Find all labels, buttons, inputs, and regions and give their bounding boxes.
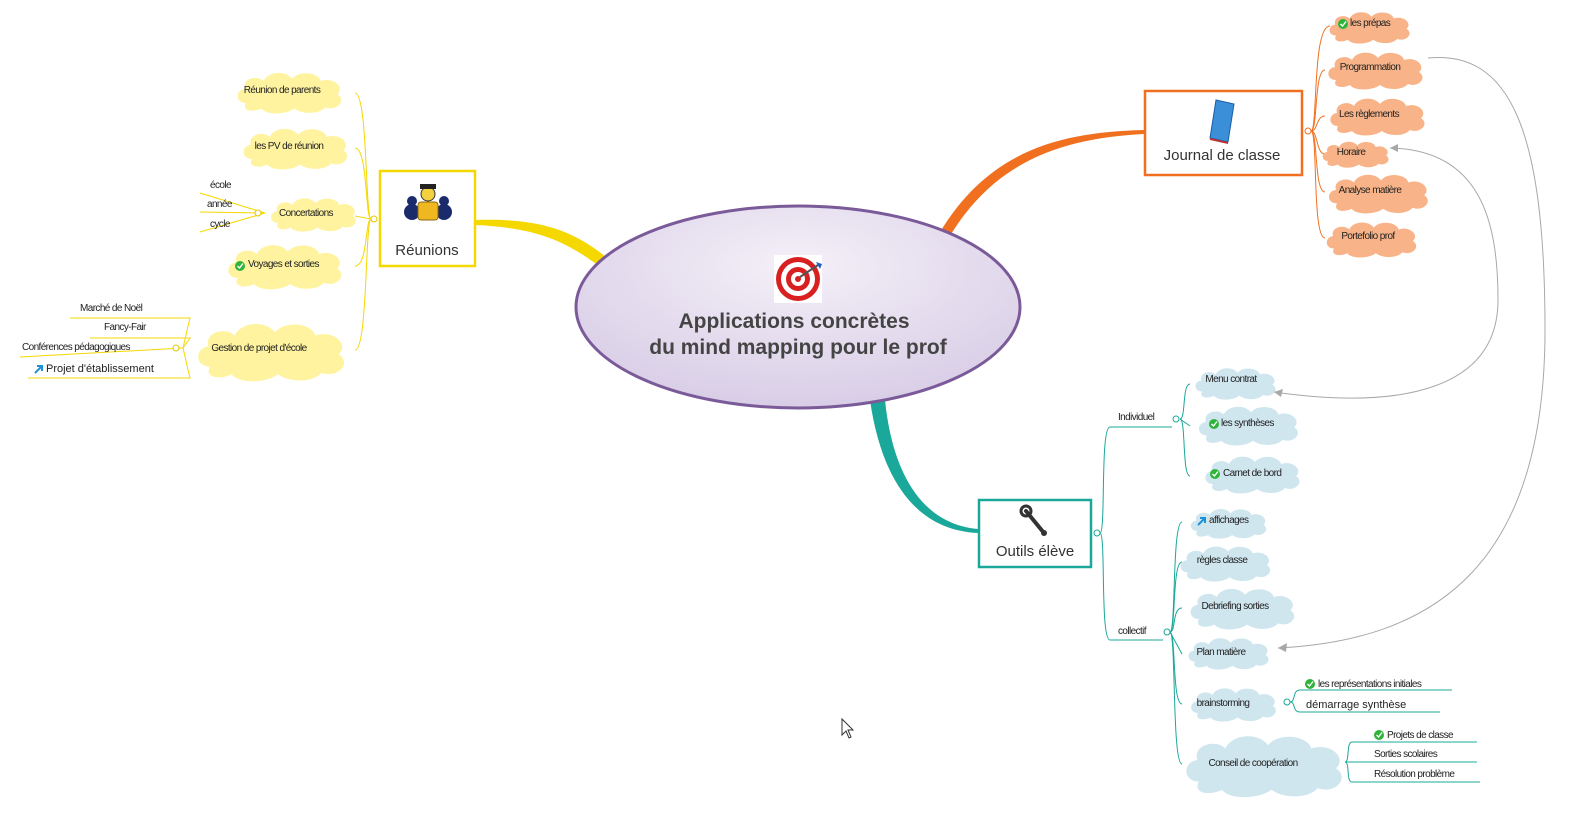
individuel-collapse-toggle[interactable]	[1172, 415, 1180, 423]
reunions-item[interactable]: les PV de réunion	[243, 128, 348, 170]
svg-text:Projet d'établissement: Projet d'établissement	[46, 363, 154, 375]
check-icon	[1210, 469, 1220, 479]
meeting-people-icon	[404, 184, 452, 221]
outils-group-label[interactable]: Individuel	[1118, 412, 1155, 423]
center-title-line2: du mind mapping pour le prof	[649, 336, 947, 359]
outils-item-label: brainstorming	[1197, 698, 1250, 709]
outils-item[interactable]: Menu contrat	[1195, 368, 1276, 400]
reunions-item[interactable]: Concertations	[271, 198, 356, 232]
journal-item-label: Horaire	[1337, 147, 1367, 158]
reunions-item-label: les PV de réunion	[255, 141, 324, 152]
svg-text:les représentations initiales: les représentations initiales	[1318, 679, 1422, 690]
journal-item[interactable]: Programmation	[1328, 52, 1423, 90]
journal-connectors	[1310, 25, 1331, 239]
concertations-child[interactable]: année	[207, 199, 233, 210]
reunions-item-label: Gestion de projet d'école	[211, 343, 307, 354]
check-icon	[1305, 679, 1315, 689]
journal-item[interactable]: Horaire	[1322, 141, 1389, 168]
outils-item-label: Carnet de bord	[1223, 468, 1281, 479]
branch-reunions	[476, 219, 612, 270]
outils-item[interactable]: les synthèses	[1198, 406, 1298, 446]
gestion-child[interactable]: Conférences pédagogiques	[22, 342, 131, 353]
wrench-icon	[1019, 504, 1047, 536]
reunions-item-label: Concertations	[279, 208, 333, 219]
central-topic[interactable]: Applications concrètes du mind mapping p…	[574, 204, 1022, 410]
relation-programmation-plan	[1277, 56, 1546, 649]
outils-item[interactable]: règles classe	[1180, 546, 1271, 582]
relation-arrowhead	[1390, 144, 1398, 152]
collectif-collapse-toggle[interactable]	[1163, 628, 1171, 636]
gestion-child[interactable]: Projet d'établissement	[34, 363, 154, 375]
conseil-child[interactable]: Projets de classe	[1374, 730, 1455, 741]
outils-item[interactable]: brainstorming	[1191, 688, 1276, 722]
check-icon	[1209, 419, 1219, 429]
outils-connectors	[1099, 383, 1480, 783]
book-icon	[1209, 99, 1235, 144]
journal-topic[interactable]: Journal de classe	[1143, 89, 1304, 177]
brainstorming-child[interactable]: les représentations initiales	[1305, 679, 1422, 690]
outils-topic[interactable]: Outils élève	[977, 498, 1093, 569]
mouse-cursor-icon	[841, 717, 855, 739]
outils-item-label: Plan matière	[1197, 647, 1247, 658]
gestion-child[interactable]: Marché de Noël	[80, 303, 143, 314]
outils-item[interactable]: Conseil de coopération	[1186, 736, 1342, 798]
brainstorming-child[interactable]: démarrage synthèse	[1306, 699, 1406, 711]
reunions-item-label: Voyages et sorties	[248, 259, 320, 270]
reunions-collapse-toggle[interactable]	[370, 215, 378, 223]
check-icon	[235, 261, 245, 271]
outils-group-label[interactable]: collectif	[1118, 626, 1147, 637]
concertations-child[interactable]: cycle	[210, 219, 231, 230]
target-icon	[774, 255, 822, 303]
outils-item[interactable]: Carnet de bord	[1205, 456, 1300, 494]
journal-item[interactable]: Analyse matière	[1328, 174, 1428, 214]
reunions-label: Réunions	[395, 242, 458, 259]
journal-item-label: Analyse matière	[1339, 185, 1403, 196]
outils-item-label: règles classe	[1197, 555, 1249, 566]
outils-item-label: Debriefing sorties	[1201, 601, 1269, 612]
journal-item-label: Portefolio prof	[1341, 231, 1395, 242]
reunions-item[interactable]: Réunion de parents	[237, 72, 342, 114]
svg-text:Projets de classe: Projets de classe	[1387, 730, 1454, 741]
outils-label: Outils élève	[996, 543, 1074, 560]
conseil-child[interactable]: Sorties scolaires	[1374, 749, 1438, 760]
gestion-child[interactable]: Fancy-Fair	[104, 322, 148, 333]
journal-item[interactable]: les prépas	[1329, 12, 1410, 44]
outils-item[interactable]: Plan matière	[1188, 638, 1269, 670]
journal-collapse-toggle[interactable]	[1304, 127, 1312, 135]
outils-item-label: affichages	[1209, 515, 1249, 526]
journal-item[interactable]: Portefolio prof	[1326, 222, 1417, 258]
reunions-item[interactable]: Gestion de projet d'école	[198, 323, 345, 382]
concertations-collapse-toggle[interactable]	[254, 209, 262, 217]
relation-horaire-menu	[1273, 147, 1499, 399]
reunions-item[interactable]: Voyages et sorties	[228, 245, 342, 290]
branch-journal	[940, 130, 1145, 236]
gestion-collapse-toggle[interactable]	[172, 344, 180, 352]
journal-label: Journal de classe	[1164, 147, 1281, 164]
relation-arrowhead	[1278, 643, 1287, 652]
outils-collapse-toggle[interactable]	[1093, 529, 1101, 537]
concertations-child[interactable]: école	[210, 180, 233, 191]
reunions-connectors	[19, 92, 372, 379]
outils-item[interactable]: affichages	[1190, 509, 1267, 539]
brainstorming-collapse-toggle[interactable]	[1283, 698, 1291, 706]
link-arrow-icon	[34, 365, 43, 374]
journal-item[interactable]: Les règlements	[1330, 98, 1425, 136]
conseil-child[interactable]: Résolution problème	[1374, 769, 1456, 780]
center-title-line1: Applications concrètes	[678, 310, 909, 333]
journal-item-label: les prépas	[1350, 18, 1391, 29]
outils-item-label: Conseil de coopération	[1208, 758, 1297, 769]
check-icon	[1374, 730, 1384, 740]
branch-outils	[870, 400, 978, 533]
outils-item[interactable]: Debriefing sorties	[1190, 588, 1295, 630]
journal-item-label: Les règlements	[1339, 109, 1400, 120]
journal-item-label: Programmation	[1340, 62, 1401, 73]
reunions-topic[interactable]: Réunions	[378, 169, 477, 268]
check-icon	[1338, 19, 1348, 29]
outils-item-label: Menu contrat	[1205, 374, 1257, 385]
relationship-links	[1273, 56, 1546, 649]
outils-item-label: les synthèses	[1221, 418, 1274, 429]
relation-arrowhead	[1274, 389, 1283, 397]
reunions-item-label: Réunion de parents	[244, 85, 321, 96]
link-arrow-icon	[1197, 517, 1206, 526]
